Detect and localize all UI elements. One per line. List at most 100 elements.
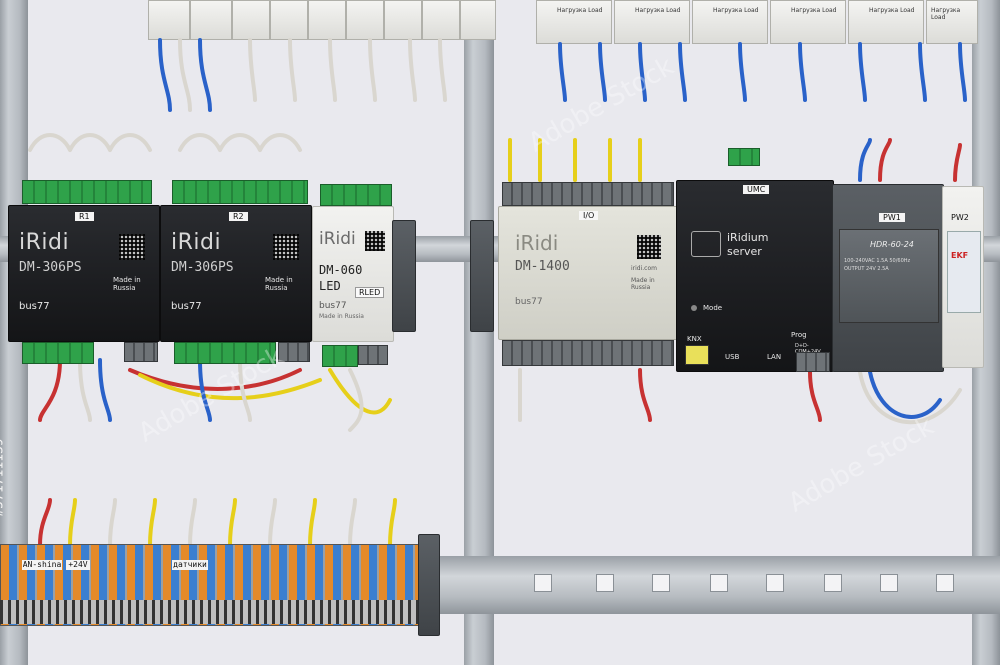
rail-slot <box>880 574 898 592</box>
rail-slot <box>596 574 614 592</box>
pw2-module: PW2 EKF <box>942 186 984 368</box>
watermark-id: #571711139 <box>0 438 7 517</box>
rled-terminal-bus <box>358 345 388 365</box>
umc-module: UMC iRidium server Mode KNX USB LAN Prog… <box>676 180 834 372</box>
umc-name-line1: iRidium <box>727 231 769 244</box>
breaker-load: Нагрузка Load <box>692 0 768 44</box>
terminal-tag-2: +24V <box>66 560 90 570</box>
io-module: I/O iRidi DM-1400 iridi.com Made in Russ… <box>498 206 678 340</box>
pw1-spec1: 100-240VAC 1.5A 50/60Hz <box>844 258 911 264</box>
rled-label: RLED <box>355 287 385 298</box>
io-site: iridi.com <box>631 265 657 272</box>
r2-terminal-top <box>172 180 308 204</box>
r2-label: R2 <box>229 212 248 221</box>
terminal-block-lower <box>0 600 438 624</box>
umc-knx-port <box>685 345 709 365</box>
breaker <box>346 0 384 40</box>
breaker <box>422 0 460 40</box>
io-model: DM-1400 <box>515 259 570 274</box>
pw2-brand: EKF <box>951 251 969 260</box>
din-end-stop <box>470 220 494 332</box>
io-bus: bus77 <box>515 297 543 307</box>
breaker <box>460 0 496 40</box>
breaker-load: Нагрузка Load <box>926 0 978 44</box>
breaker-load-label: Нагрузка Load <box>791 7 837 14</box>
breaker-load: Нагрузка Load <box>770 0 846 44</box>
umc-label: UMC <box>743 185 770 194</box>
r2-model: DM-306PS <box>171 260 234 275</box>
pw1-label: PW1 <box>879 213 905 222</box>
breaker-load-label: Нагрузка Load <box>713 7 759 14</box>
r1-note: Made in Russia <box>113 276 141 292</box>
r2-note: Made in Russia <box>265 276 293 292</box>
r2-bus: bus77 <box>171 301 202 312</box>
r2-brand: iRidi <box>171 230 222 255</box>
rled-note: Made in Russia <box>319 313 364 320</box>
rail-slot <box>710 574 728 592</box>
pw1-panel: HDR-60-24 100-240VAC 1.5A 50/60Hz OUTPUT… <box>839 229 939 323</box>
rled-model-line1: DM-060 <box>319 263 363 277</box>
breaker <box>148 0 190 40</box>
breaker-load-label: Нагрузка Load <box>557 7 603 14</box>
r1-brand: iRidi <box>19 230 70 255</box>
r1-bus: bus77 <box>19 301 50 312</box>
r2-qr-code <box>273 234 299 260</box>
rail-slot <box>824 574 842 592</box>
io-label: I/O <box>579 211 599 220</box>
umc-knx-label: KNX <box>687 335 702 343</box>
umc-prog-label: Prog <box>791 331 807 339</box>
io-qr-code <box>637 235 661 259</box>
rled-model-line2: LED <box>319 279 341 293</box>
terminal-end-stop <box>418 534 440 636</box>
rled-module: iRidi DM-060 LED RLED bus77 Made in Russ… <box>312 206 394 342</box>
r1-module: R1 iRidi DM-306PS Made in Russia bus77 <box>8 205 160 342</box>
breaker-load: Нагрузка Load <box>536 0 612 44</box>
terminal-tag-3: датчики <box>172 560 208 570</box>
breaker-load-label: Нагрузка Load <box>635 7 681 14</box>
pw2-label: PW2 <box>951 213 969 222</box>
rail-slot <box>534 574 552 592</box>
breaker-row-left <box>148 0 496 40</box>
r2-terminal-bottom <box>174 342 276 364</box>
pw1-spec2: OUTPUT 24V 2.5A <box>844 266 889 272</box>
r1-terminal-bus <box>124 342 158 362</box>
io-brand: iRidi <box>515 231 559 255</box>
rail-slot <box>652 574 670 592</box>
r1-terminal-top <box>22 180 152 204</box>
rail-slot <box>766 574 784 592</box>
din-rail-vertical-center <box>464 0 494 665</box>
breaker <box>308 0 346 40</box>
pw2-panel <box>947 231 981 313</box>
r1-model: DM-306PS <box>19 260 82 275</box>
breaker <box>270 0 308 40</box>
rled-brand: iRidi <box>319 229 356 249</box>
rled-terminal-top <box>320 184 392 206</box>
umc-terminal-power <box>796 352 830 372</box>
rled-qr-code <box>365 231 385 251</box>
rled-bus: bus77 <box>319 301 347 311</box>
umc-logo-icon <box>691 231 721 257</box>
r2-terminal-bus <box>278 342 310 362</box>
umc-mode-label: Mode <box>703 304 723 312</box>
r1-qr-code <box>119 234 145 260</box>
umc-mode-led-icon <box>691 305 697 311</box>
r1-label: R1 <box>75 212 94 221</box>
pw1-model: HDR-60-24 <box>870 240 914 249</box>
rail-slot <box>936 574 954 592</box>
din-end-stop <box>392 220 416 332</box>
breaker <box>190 0 232 40</box>
breaker-row-right: Нагрузка Load Нагрузка Load Нагрузка Loa… <box>536 0 978 44</box>
breaker-load: Нагрузка Load <box>848 0 924 44</box>
umc-lan-label: LAN <box>767 353 782 361</box>
breaker <box>384 0 422 40</box>
umc-usb-label: USB <box>725 353 740 361</box>
pw1-module: PW1 HDR-60-24 100-240VAC 1.5A 50/60Hz OU… <box>832 184 944 372</box>
breaker <box>232 0 270 40</box>
breaker-load-label: Нагрузка Load <box>931 7 961 21</box>
umc-name-line2: server <box>727 245 762 258</box>
r1-terminal-bottom <box>22 342 94 364</box>
r2-module: R2 iRidi DM-306PS Made in Russia bus77 <box>160 205 312 342</box>
rled-terminal-bottom <box>322 345 358 367</box>
io-note: Made in Russia <box>631 277 655 291</box>
